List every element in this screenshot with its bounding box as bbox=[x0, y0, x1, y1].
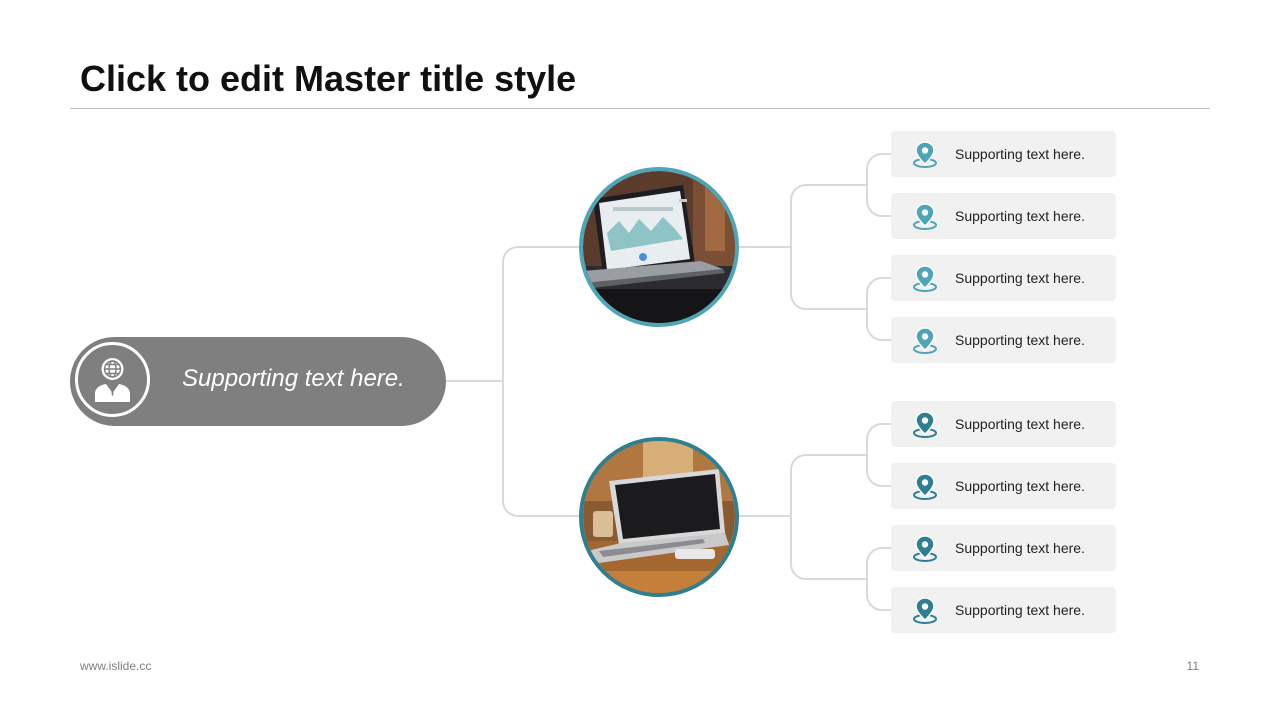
list-item[interactable]: Supporting text here. bbox=[891, 401, 1116, 447]
laptop-dashboard-photo bbox=[579, 167, 739, 327]
list-item-label: Supporting text here. bbox=[955, 332, 1085, 348]
list-item-label: Supporting text here. bbox=[955, 146, 1085, 162]
list-item-label: Supporting text here. bbox=[955, 602, 1085, 618]
location-pin-icon bbox=[913, 411, 937, 438]
location-pin-icon bbox=[913, 141, 937, 168]
connector-bottom-leaf1 bbox=[866, 423, 891, 487]
connector-top-leaf1 bbox=[866, 153, 891, 217]
list-item-label: Supporting text here. bbox=[955, 478, 1085, 494]
list-item[interactable]: Supporting text here. bbox=[891, 317, 1116, 363]
list-item[interactable]: Supporting text here. bbox=[891, 193, 1116, 239]
slide-title[interactable]: Click to edit Master title style bbox=[80, 58, 577, 99]
title-divider bbox=[70, 108, 1210, 109]
person-globe-icon bbox=[95, 358, 130, 402]
list-item[interactable]: Supporting text here. bbox=[891, 463, 1116, 509]
list-item[interactable]: Supporting text here. bbox=[891, 587, 1116, 633]
list-item[interactable]: Supporting text here. bbox=[891, 131, 1116, 177]
list-item-label: Supporting text here. bbox=[955, 416, 1085, 432]
root-icon-ring bbox=[75, 342, 150, 417]
connector-bottom-leaf3 bbox=[866, 547, 891, 611]
connector-trunk bbox=[502, 246, 519, 517]
list-item-label: Supporting text here. bbox=[955, 270, 1085, 286]
location-pin-icon bbox=[913, 535, 937, 562]
location-pin-icon bbox=[913, 203, 937, 230]
laptop-desk-photo bbox=[579, 437, 739, 597]
connector-top-subtrunk bbox=[790, 184, 807, 310]
list-item[interactable]: Supporting text here. bbox=[891, 255, 1116, 301]
list-item[interactable]: Supporting text here. bbox=[891, 525, 1116, 571]
location-pin-icon bbox=[913, 473, 937, 500]
list-item-label: Supporting text here. bbox=[955, 540, 1085, 556]
location-pin-icon bbox=[913, 327, 937, 354]
location-pin-icon bbox=[913, 265, 937, 292]
list-item-label: Supporting text here. bbox=[955, 208, 1085, 224]
root-label: Supporting text here. bbox=[182, 365, 405, 392]
connector-top-leaf3 bbox=[866, 277, 891, 341]
connector-bottom-subtrunk bbox=[790, 454, 807, 580]
footer-url: www.islide.cc bbox=[80, 659, 152, 673]
location-pin-icon bbox=[913, 597, 937, 624]
page-number: 11 bbox=[1186, 659, 1199, 673]
root-node[interactable]: Supporting text here. bbox=[70, 337, 446, 426]
